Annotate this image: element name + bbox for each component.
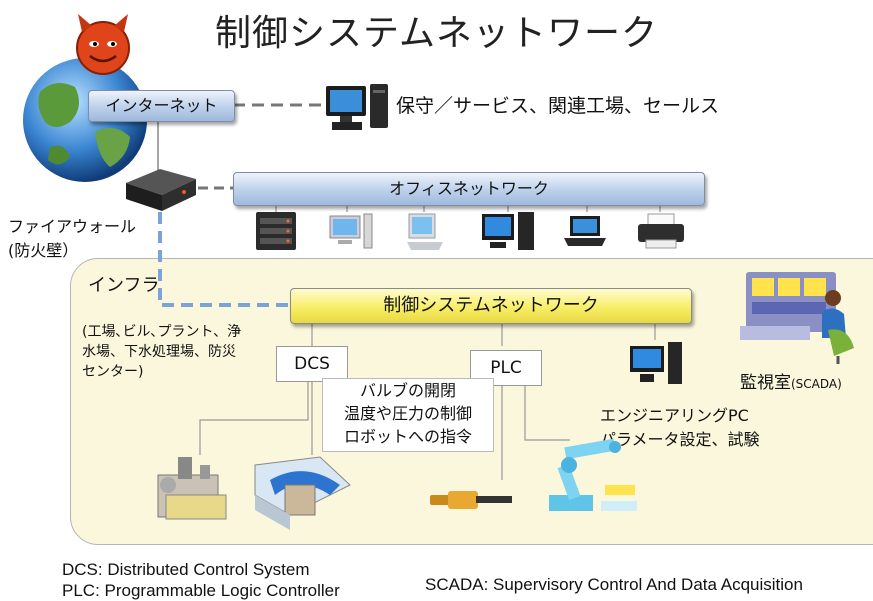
infra-desc-2: 水場、下水処理場、防災 (82, 344, 236, 360)
computer-icon (326, 84, 388, 130)
globe-icon (23, 58, 147, 182)
control-network-bar: 制御システムネットワーク (290, 288, 692, 324)
computer-icon (630, 342, 682, 384)
firewall-label-2: (防火壁） (8, 241, 79, 260)
firewall-icon (126, 169, 196, 211)
firewall-label-1: ファイアウォール (8, 217, 137, 236)
server-icon (256, 212, 296, 250)
printer-icon (638, 213, 684, 249)
laptop-icon (564, 216, 606, 246)
internet-bar: インターネット (88, 90, 235, 122)
engineering-label-2: パラメータ設定、試験 (600, 430, 760, 449)
monitor-label: 監視室 (740, 373, 791, 393)
devil-icon (76, 14, 130, 75)
dcs-tag: DCS (276, 346, 348, 382)
infra-label: インフラ (88, 275, 160, 296)
footnote-plc: PLC: Programmable Logic Controller (62, 581, 340, 600)
infra-desc-1: (工場､ビル､プラント、浄 (82, 324, 242, 340)
control-desc-box: バルブの開閉 温度や圧力の制御 ロボットへの指令 (322, 378, 494, 452)
engineering-label-1: エンジニアリングPC (600, 406, 749, 425)
footnote-scada: SCADA: Supervisory Control And Data Acqu… (425, 575, 803, 594)
maintenance-label: 保守／サービス、関連工場、セールス (396, 95, 720, 117)
monitor-suffix: (SCADA) (791, 377, 842, 391)
desktop-icon (329, 213, 373, 249)
footnote-dcs: DCS: Distributed Control System (62, 560, 310, 579)
control-desc-3: ロボットへの指令 (343, 427, 472, 446)
operator-icon (740, 272, 854, 364)
valve-icon (430, 491, 512, 509)
office-network-bar: オフィスネットワーク (233, 172, 705, 206)
water-tank-icon (254, 456, 351, 530)
robot-arm-icon (549, 438, 637, 511)
monitor-room-label: 監視室(SCADA) (740, 372, 842, 394)
plant-icon (157, 457, 227, 520)
computer-icon (482, 212, 534, 250)
desktop-icon (407, 213, 443, 250)
control-desc-2: 温度や圧力の制御 (343, 404, 472, 423)
control-desc-1: バルブの開閉 (359, 381, 456, 400)
page-title: 制御システムネットワーク (215, 13, 658, 54)
infra-desc-3: センター) (82, 364, 144, 380)
